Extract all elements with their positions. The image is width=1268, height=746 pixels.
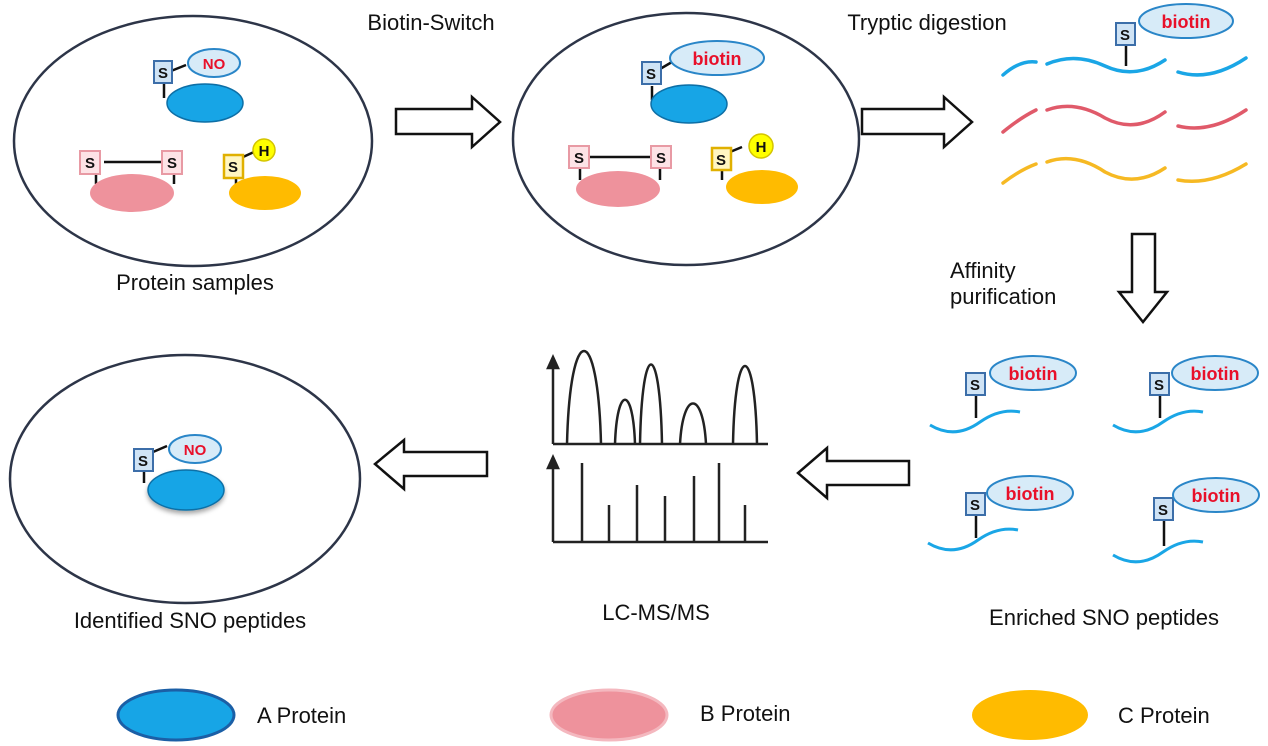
affinity-purification-label: Affinity purification [950,258,1057,310]
protein-c-ellipse [229,176,301,210]
h-tag [252,138,276,162]
enriched-peptide: S biotin [1112,355,1259,434]
protein-b-ellipse [90,174,174,212]
arrow-left-icon [373,437,489,492]
protein-samples-cell [12,14,374,268]
no-tag [187,48,241,78]
svg-text:biotin: biotin [1006,484,1055,504]
svg-text:S: S [1158,502,1168,519]
legend-label-b: B Protein [700,701,791,726]
legend-swatch-a [116,688,236,742]
s-tag [153,60,173,84]
svg-text:S: S [167,155,177,172]
biotin-tag [669,40,765,76]
protein-b-ellipse [576,171,660,207]
svg-text:S: S [158,65,168,82]
lc-ms-chromatogram [546,350,768,446]
identified-label: Identified SNO peptides [73,608,307,633]
protein-a-ellipse [147,469,225,511]
svg-text:NO: NO [184,442,207,459]
legend-swatch-c [972,690,1088,740]
legend-swatch-b [549,688,669,742]
svg-text:biotin: biotin [693,49,742,69]
svg-text:biotin: biotin [1162,12,1211,32]
enriched-peptide: S biotin [927,475,1074,552]
enriched-label: Enriched SNO peptides [989,605,1219,630]
arrow-down-icon [1116,232,1170,325]
s-tag [133,448,154,472]
enriched-peptide: S biotin [929,355,1077,434]
svg-text:biotin: biotin [1191,364,1240,384]
svg-text:biotin: biotin [1192,486,1241,506]
ms-ms-spectrum [546,453,768,544]
biotin-switch-label: Biotin-Switch [367,10,495,35]
svg-text:S: S [646,66,656,83]
s-tag [641,61,662,85]
svg-text:H: H [756,139,767,156]
svg-text:S: S [1154,377,1164,394]
svg-text:S: S [970,377,980,394]
svg-text:biotin: biotin [1009,364,1058,384]
legend-label-a: A Protein [257,703,347,728]
protein-samples-label: Protein samples [116,270,274,295]
svg-text:S: S [138,453,148,470]
svg-text:NO: NO [203,56,226,73]
h-tag [748,133,774,159]
protein-a-ellipse [650,84,728,124]
protein-c-ellipse [726,170,798,204]
no-tag [168,434,222,464]
legend-label-c: C Protein [1118,703,1210,728]
peptide-fragments [1001,56,1248,185]
s-tag [568,145,590,169]
lcms-label: LC-MS/MS [602,600,710,625]
s-tag [222,153,245,180]
s-tag [79,150,101,175]
svg-text:H: H [259,143,270,160]
s-tag [650,145,672,169]
svg-text:S: S [970,497,980,514]
protein-a-ellipse [166,83,244,123]
svg-text:S: S [656,150,666,167]
svg-text:S: S [85,155,95,172]
svg-text:S: S [574,150,584,167]
tryptic-digestion-label: Tryptic digestion [847,10,1007,35]
svg-text:S: S [228,159,238,176]
enriched-peptide: S biotin [1112,477,1260,564]
arrow-right-icon [860,94,974,150]
svg-text:S: S [1120,27,1130,44]
biotin-tag [1138,3,1234,39]
s-tag [710,146,733,172]
s-tag [1115,22,1136,46]
arrow-right-icon [394,94,502,150]
arrow-left-icon [796,445,911,501]
svg-text:S: S [716,152,726,169]
s-tag [161,150,183,175]
